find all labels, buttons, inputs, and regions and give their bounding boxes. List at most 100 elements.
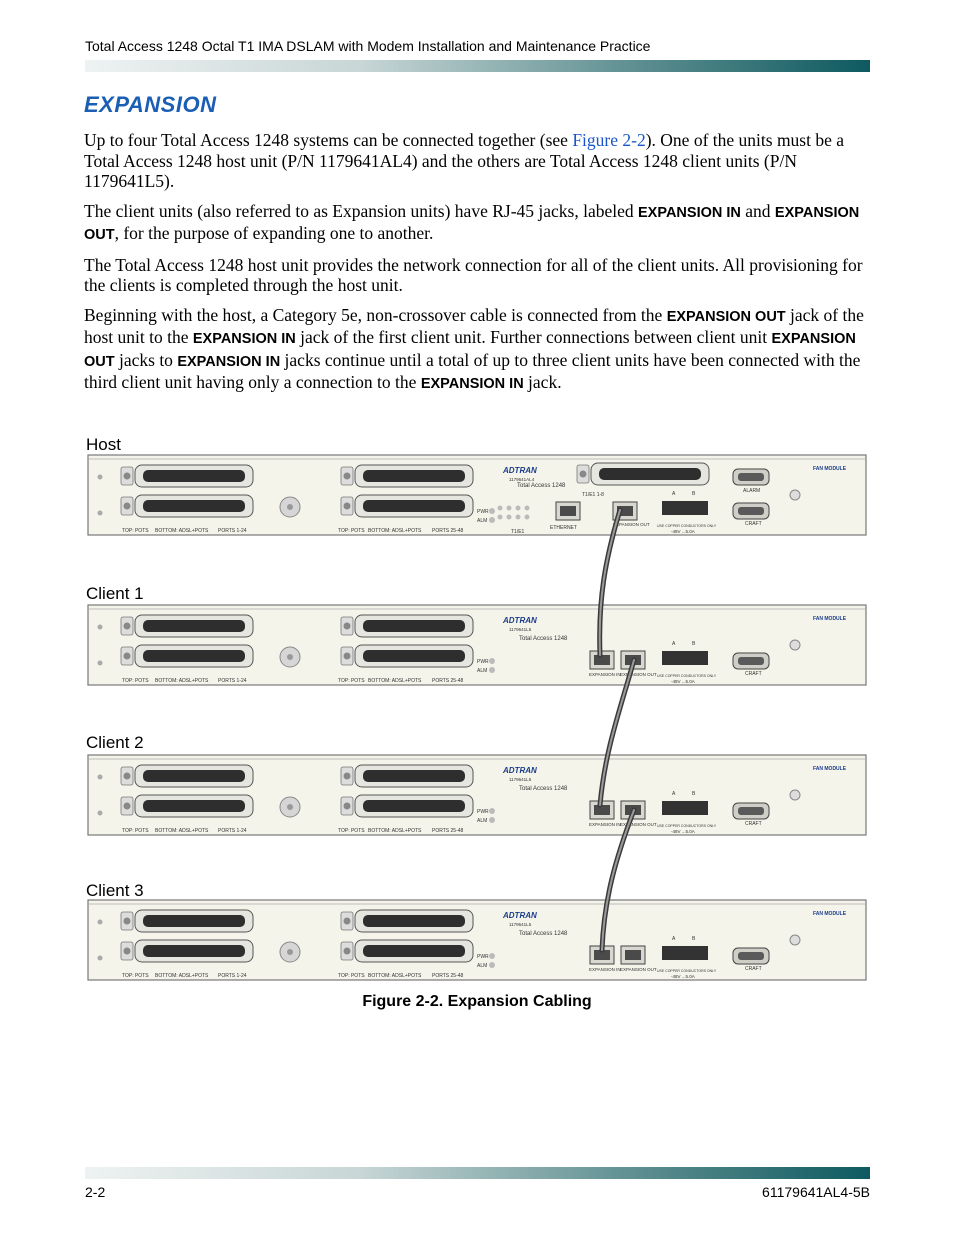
unit-4-expansion-out-label: EXPANSION OUT	[620, 967, 657, 972]
unit-label-client-1: Client 1	[86, 584, 144, 603]
unit-3-label-ports-2: PORTS 25-48	[432, 828, 464, 834]
unit-1-pots-connector-1a-screw-head	[123, 472, 131, 480]
unit-4-part-number: 1179641L5	[509, 922, 532, 927]
unit-label-host: Host	[86, 435, 121, 454]
unit-4-fan-module: FAN MODULE	[813, 911, 847, 917]
unit-3-craft-label: CRAFT	[745, 821, 762, 827]
unit-3-label-bottom-2: BOTTOM: ADSL+POTS	[368, 828, 422, 834]
unit-1-t1-led	[515, 505, 521, 511]
unit-label-client-3: Client 3	[86, 881, 144, 900]
unit-1-power-a: A	[672, 491, 676, 497]
unit-3-label-bottom-1: BOTTOM: ADSL+POTS	[155, 828, 209, 834]
unit-3-craft-port-pins	[738, 807, 764, 815]
unit-4-pots-connector-2a-pins	[363, 915, 465, 927]
unit-2-label-ports-1: PORTS 1-24	[218, 678, 247, 684]
unit-3-brand: ADTRAN	[502, 766, 537, 775]
p4-text-b: jack of the host unit to the	[84, 304, 864, 348]
unit-4-right-screw	[789, 934, 801, 946]
unit-4-pots-connector-2b-pins	[363, 945, 465, 957]
unit-4-pots-connector-1b-screw-head	[123, 947, 131, 955]
unit-2-power-terminal	[662, 651, 708, 665]
unit-2-craft-label: CRAFT	[745, 671, 762, 677]
footer-rule	[85, 1167, 870, 1179]
unit-1-label-top-pots: TOP: POTS	[122, 528, 149, 534]
unit-1-t1e1-connector-screw-head	[579, 470, 587, 478]
unit-4-alm-label: ALM	[477, 963, 487, 969]
unit-4-pots-connector-1a-screw-head	[123, 917, 131, 925]
unit-1-pots-connector-2b-screw-head	[343, 502, 351, 510]
unit-2-brand: ADTRAN	[502, 616, 537, 625]
unit-2-expansion-out-label: EXPANSION OUT	[620, 672, 657, 677]
unit-2-pots-connector-2b-pins	[363, 650, 465, 662]
paragraph-2: The client units (also referred to as Ex…	[84, 201, 870, 246]
unit-4-product: Total Access 1248	[519, 931, 568, 937]
unit-2-expansion-in-port-port	[594, 655, 610, 665]
unit-1-brand: ADTRAN	[502, 466, 537, 475]
unit-1-label-ports-2: PORTS 25-48	[432, 528, 464, 534]
unit-3-pwr-led	[489, 808, 495, 814]
unit-3-pots-connector-1b-pins	[143, 800, 245, 812]
expansion-cable-2-highlight	[599, 659, 635, 806]
p4-term-3: EXPANSION OUT	[84, 331, 856, 370]
unit-1-pwr-led	[489, 508, 495, 514]
unit-3-label-top-pots-2: TOP: POTS	[338, 828, 365, 834]
unit-3-power-rating: -48V ...5.0A	[671, 829, 695, 834]
section-title: EXPANSION	[84, 92, 217, 117]
unit-label-client-2: Client 2	[86, 733, 144, 752]
p4-term-5: EXPANSION IN	[420, 376, 524, 392]
unit-1-t1-led	[497, 505, 503, 511]
unit-4-label-ports-1: PORTS 1-24	[218, 973, 247, 979]
p4-text-f: jack.	[523, 372, 562, 392]
unit-1-expansion-out-label: EXPANSION OUT	[613, 522, 650, 527]
unit-3-pots-connector-2a-screw-head	[343, 772, 351, 780]
unit-1-craft-port-pins	[738, 507, 764, 515]
unit-1-t1-led	[506, 514, 512, 520]
unit-2-product: Total Access 1248	[519, 636, 568, 642]
body-text: Up to four Total Access 1248 systems can…	[84, 130, 870, 404]
unit-4-pwr-led	[489, 953, 495, 959]
unit-2-pots-connector-1b-pins	[143, 650, 245, 662]
unit-1-label-bottom-2: BOTTOM: ADSL+POTS	[368, 528, 422, 534]
unit-1-ear-hole-top	[97, 474, 103, 480]
unit-2-pwr-label: PWR	[477, 659, 489, 665]
unit-2-pots-connector-2a-screw-head	[343, 622, 351, 630]
p4-term-2: EXPANSION IN	[192, 331, 296, 347]
unit-2-ear-hole-top	[97, 624, 103, 630]
unit-4-brand: ADTRAN	[502, 911, 537, 920]
unit-3-pots-connector-1a-screw-head	[123, 772, 131, 780]
unit-3-expansion-out-label: EXPANSION OUT	[620, 822, 657, 827]
unit-2-fan-module: FAN MODULE	[813, 616, 847, 622]
paragraph-1: Up to four Total Access 1248 systems can…	[84, 130, 870, 192]
paragraph-3: The Total Access 1248 host unit provides…	[84, 255, 870, 296]
unit-2-part-number: 1179641L5	[509, 627, 532, 632]
unit-3-ear-hole-bottom	[97, 810, 103, 816]
p4-term-1: EXPANSION OUT	[666, 308, 786, 325]
unit-3-fan-module: FAN MODULE	[813, 766, 847, 772]
unit-1-mount-hole-center	[287, 504, 293, 510]
unit-4-craft-port-pins	[738, 952, 764, 960]
unit-1-t1e1-connector-pins	[599, 468, 701, 480]
unit-2-power-a: A	[672, 641, 676, 647]
unit-1-t1e1-label: T1/E1	[511, 529, 525, 535]
unit-4-expansion-in-label: EXPANSION IN	[589, 967, 621, 972]
unit-2-label-top-pots: TOP: POTS	[122, 678, 149, 684]
unit-3-label-top-pots: TOP: POTS	[122, 828, 149, 834]
unit-4-pots-connector-1b-pins	[143, 945, 245, 957]
figure-2-2-link[interactable]: Figure 2-2	[572, 130, 646, 150]
unit-3-alm-led	[489, 817, 495, 823]
unit-1-pots-connector-2b-pins	[363, 500, 465, 512]
unit-2-pots-connector-1a-screw-head	[123, 622, 131, 630]
document-header-title: Total Access 1248 Octal T1 IMA DSLAM wit…	[85, 38, 651, 54]
unit-4-mount-hole-center	[287, 949, 293, 955]
unit-4-craft-label: CRAFT	[745, 966, 762, 972]
unit-1-craft-label: CRAFT	[745, 521, 762, 527]
unit-1-expansion-out-port-port	[617, 506, 633, 516]
p1-text-a: Up to four Total Access 1248 systems can…	[84, 130, 573, 150]
unit-4-pots-connector-2b-screw-head	[343, 947, 351, 955]
unit-1-t1-led	[524, 505, 530, 511]
unit-1-ear-hole-bottom	[97, 510, 103, 516]
unit-4-alm-led	[489, 962, 495, 968]
p2-text-c: , for the purpose of expanding one to an…	[114, 223, 434, 243]
unit-3-part-number: 1179641L5	[509, 777, 532, 782]
document-number: 61179641AL4-5B	[762, 1184, 870, 1200]
